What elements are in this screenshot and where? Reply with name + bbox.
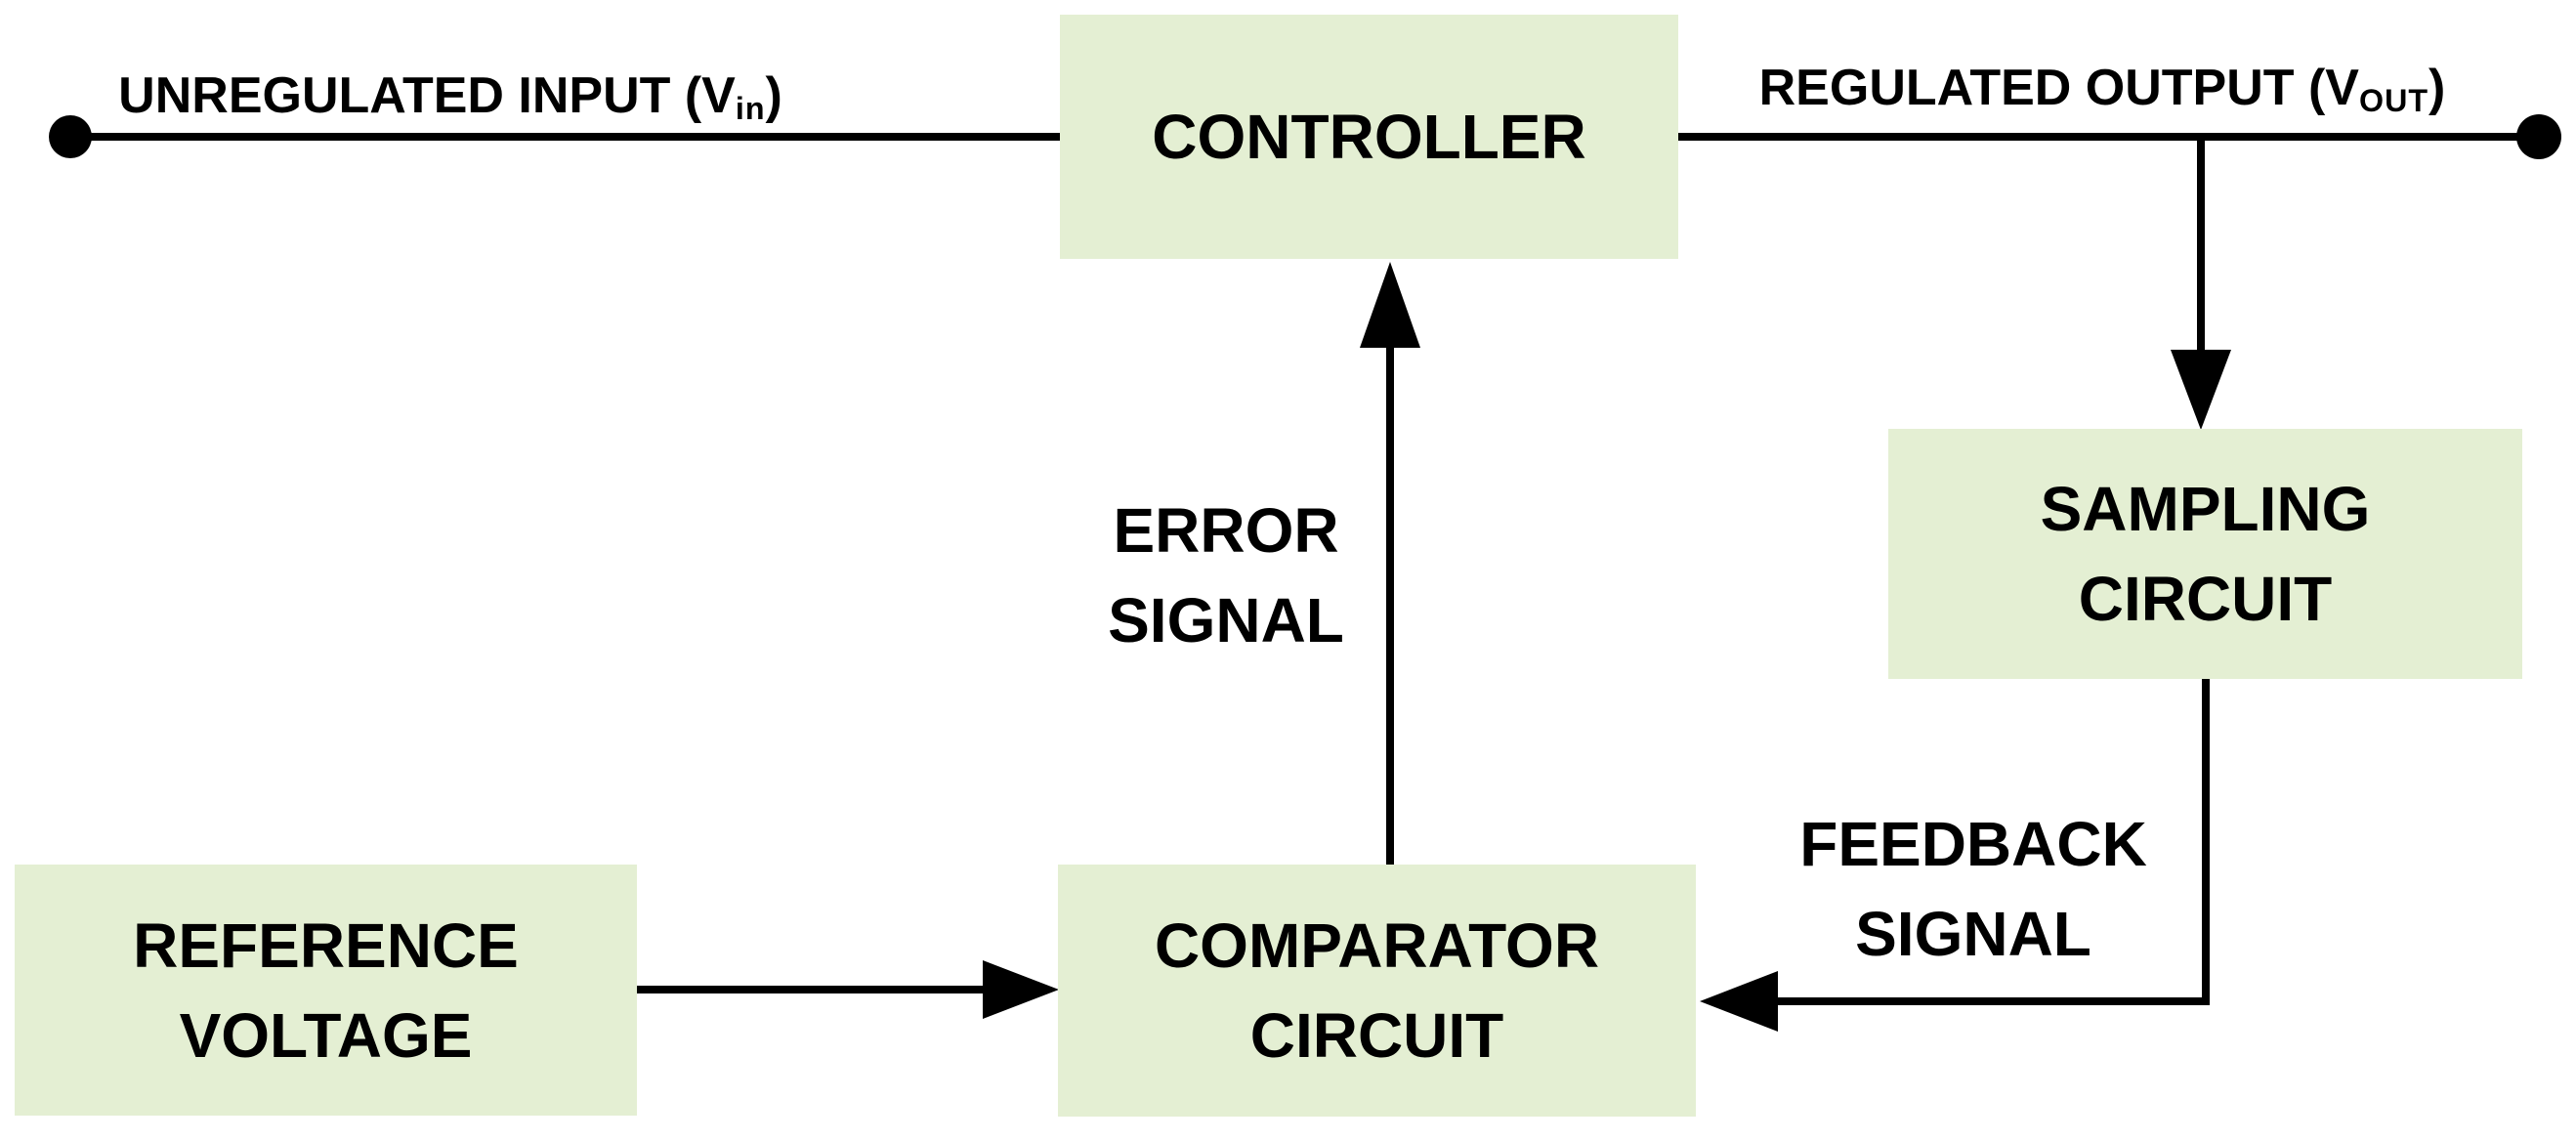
reference-arrowhead <box>983 960 1059 1019</box>
unregulated-input-label: UNREGULATED INPUT (Vin) <box>118 68 782 136</box>
feedback-signal-label-line1: FEEDBACK <box>1799 809 2147 879</box>
sampling-label-line2: CIRCUIT <box>2078 564 2333 634</box>
unregulated-input-label-subscript: in <box>735 91 766 127</box>
error-signal-label-line2: SIGNAL <box>1108 585 1344 655</box>
comparator-label-line1: COMPARATOR <box>1154 910 1600 981</box>
comparator-label-line2: CIRCUIT <box>1249 1000 1504 1071</box>
regulated-output-label-text: REGULATED OUTPUT (V <box>1758 60 2359 116</box>
reference-label-line1: REFERENCE <box>133 909 519 981</box>
sampling-circuit-block: SAMPLING CIRCUIT <box>1888 429 2522 679</box>
unregulated-input-label-text: UNREGULATED INPUT (V <box>118 67 736 124</box>
controller-block: CONTROLLER <box>1060 15 1678 259</box>
regulated-output-label-suffix: ) <box>2428 60 2446 116</box>
sampling-arrowhead <box>2171 350 2231 430</box>
unregulated-input-label-suffix: ) <box>765 67 782 124</box>
comparator-circuit-block: COMPARATOR CIRCUIT <box>1058 865 1696 1117</box>
feedback-arrowhead <box>1700 971 1778 1032</box>
error-signal-label-line1: ERROR <box>1113 495 1339 566</box>
regulated-output-label-subscript: OUT <box>2358 83 2429 119</box>
error-signal-label: ERROR SIGNAL <box>1108 486 1344 665</box>
error-arrowhead <box>1360 262 1420 348</box>
feedback-signal-label: FEEDBACK SIGNAL <box>1799 799 2147 979</box>
reference-label-line2: VOLTAGE <box>179 999 473 1071</box>
feedback-signal-label-line2: SIGNAL <box>1855 899 2091 969</box>
regulated-output-label: REGULATED OUTPUT (VOUT) <box>1759 61 2446 128</box>
reference-voltage-block: REFERENCE VOLTAGE <box>15 865 637 1116</box>
sampling-label-line1: SAMPLING <box>2040 474 2371 544</box>
output-terminal-dot <box>2516 114 2561 159</box>
controller-label: CONTROLLER <box>1152 102 1586 172</box>
